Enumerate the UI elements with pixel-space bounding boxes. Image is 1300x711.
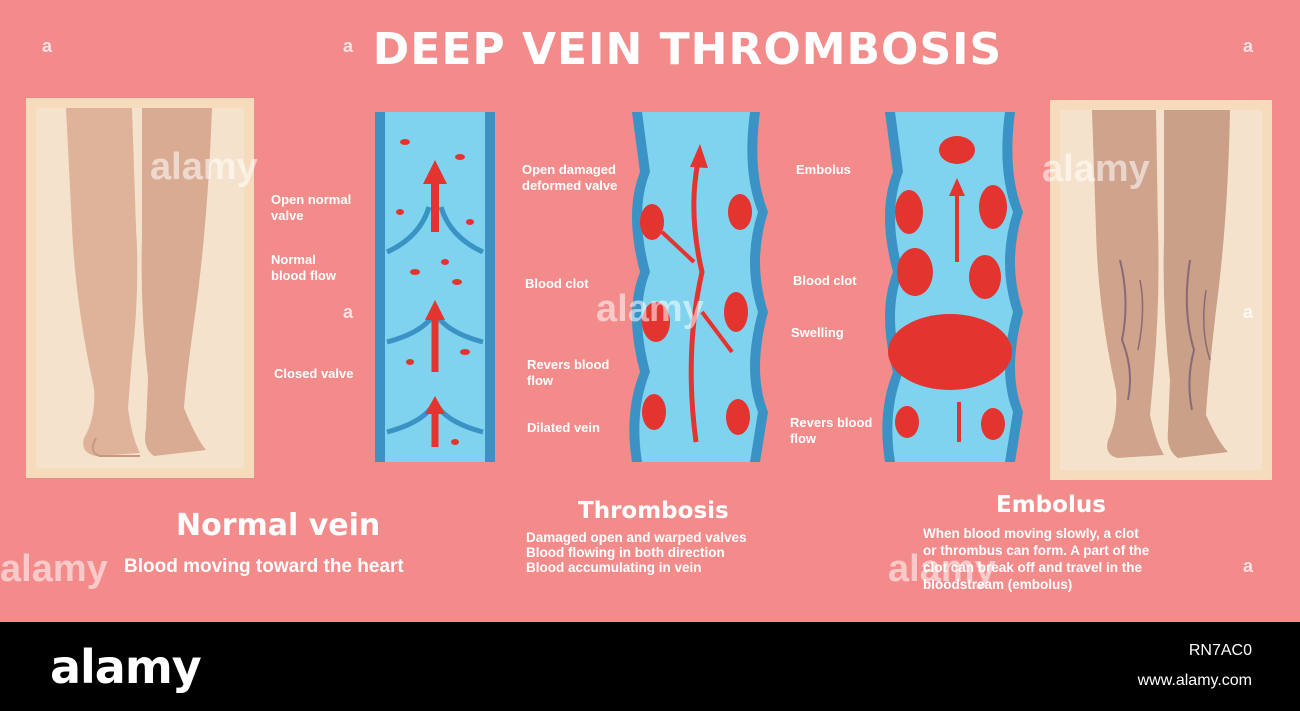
watermark-mark: a	[42, 36, 53, 56]
label-closed-valve: Closed valve	[274, 366, 354, 381]
label-blood-clot-thrombosis: Blood clot	[525, 276, 589, 291]
brand-logo: alamy	[50, 640, 202, 694]
label-dilated-vein: Dilated vein	[527, 420, 600, 435]
healthy-legs-photo	[26, 98, 254, 478]
watermark-text: alamy	[1042, 148, 1150, 190]
normal-vein-subtitle: Blood moving toward the heart	[124, 556, 404, 577]
footer-bar: alamy RN7AC0 www.alamy.com	[0, 622, 1300, 711]
varicose-legs-photo	[1050, 100, 1272, 480]
label-blood-clot-embolus: Blood clot	[793, 273, 857, 288]
thrombosis-heading: Thrombosis	[578, 498, 729, 524]
watermark-mark: a	[1243, 36, 1254, 56]
watermark-mark: a	[343, 302, 354, 322]
site-url: www.alamy.com	[1137, 672, 1252, 689]
watermark-text: alamy	[596, 288, 704, 330]
watermark-mark: a	[1243, 302, 1254, 322]
label-embolus: Embolus	[796, 162, 851, 177]
watermark-text: alamy	[888, 548, 996, 590]
label-swelling: Swelling	[791, 325, 844, 340]
watermark-mark: a	[343, 36, 354, 56]
watermark-text: alamy	[150, 146, 258, 188]
normal-vein-diagram	[375, 112, 495, 462]
watermark-text: alamy	[0, 548, 108, 590]
normal-vein-heading: Normal vein	[176, 508, 381, 543]
poster-title: DEEP VEIN THROMBOSIS	[372, 24, 1003, 75]
image-id: RN7AC0	[1188, 642, 1252, 659]
embolus-heading: Embolus	[996, 492, 1106, 518]
watermark-mark: a	[1243, 556, 1254, 576]
embolus-vein-diagram	[882, 112, 1023, 462]
infographic-poster: DEEP VEIN THROMBOSIS	[0, 0, 1300, 622]
thrombosis-vein-diagram	[629, 112, 768, 462]
